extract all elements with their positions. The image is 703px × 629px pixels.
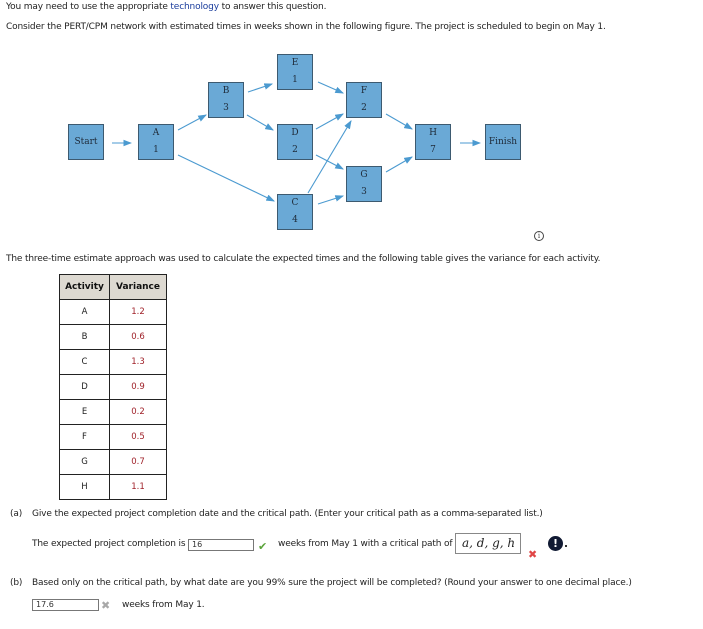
node-label: Finish	[488, 136, 518, 147]
info-icon[interactable]: i	[534, 231, 544, 241]
note-text-end: to answer this question.	[218, 2, 327, 12]
node-e: E 1	[277, 54, 313, 90]
node-time: 2	[361, 103, 367, 113]
variance-cell: 0.9	[109, 374, 167, 400]
part-a-prefix: The expected project completion is	[32, 539, 186, 549]
note-text: You may need to use the appropriate	[6, 2, 171, 12]
activity-cell: E	[59, 399, 110, 425]
node-label: A	[152, 128, 160, 138]
variance-cell: 0.6	[109, 324, 167, 350]
node-a: A 1	[138, 124, 174, 160]
activity-cell: F	[59, 424, 110, 450]
activity-cell: H	[59, 474, 110, 500]
node-label: F	[360, 86, 368, 96]
node-label: Start	[74, 136, 98, 147]
activity-cell: G	[59, 449, 110, 475]
node-label: D	[291, 128, 299, 138]
variance-cell: 0.7	[109, 449, 167, 475]
node-time: 4	[292, 215, 298, 225]
activity-cell: C	[59, 349, 110, 375]
table-header-row: Activity Variance	[59, 274, 167, 300]
variance-cell: 1.2	[109, 299, 167, 325]
node-c: C 4	[277, 194, 313, 230]
node-time: 1	[153, 145, 159, 155]
confidence-date-input[interactable]: 17.6	[32, 599, 99, 611]
node-label: G	[360, 170, 368, 180]
node-label: B	[222, 86, 230, 96]
alert-icon[interactable]: !	[548, 536, 563, 551]
node-label: E	[291, 58, 299, 68]
variance-cell: 0.5	[109, 424, 167, 450]
network-arrows	[112, 81, 482, 205]
part-a-middle: weeks from May 1 with a critical path of	[278, 539, 453, 549]
node-label: C	[291, 198, 299, 208]
header-activity: Activity	[59, 274, 110, 300]
variance-intro: The three-time estimate approach was use…	[6, 254, 601, 264]
technology-link[interactable]: technology	[170, 2, 219, 12]
part-a-question: Give the expected project completion dat…	[32, 509, 543, 519]
node-time: 3	[223, 103, 229, 113]
node-d: D 2	[277, 124, 313, 160]
problem-statement: Consider the PERT/CPM network with estim…	[6, 22, 606, 32]
node-start: Start	[68, 124, 104, 160]
node-b: B 3	[208, 82, 244, 118]
part-a-label: (a)	[10, 509, 23, 519]
pert-network-diagram: Start A 1 B 3 E 1 D 2 C 4 F 2 G 3 H 7 Fi…	[0, 0, 703, 240]
variance-cell: 1.1	[109, 474, 167, 500]
node-f: F 2	[346, 82, 382, 118]
node-time: 3	[361, 187, 367, 197]
node-h: H 7	[415, 124, 451, 160]
completion-input[interactable]: 16	[188, 539, 254, 551]
incorrect-x-icon-gray: ✖	[101, 599, 111, 612]
node-label: H	[429, 128, 437, 138]
activity-cell: B	[59, 324, 110, 350]
activity-cell: D	[59, 374, 110, 400]
part-b-question: Based only on the critical path, by what…	[32, 578, 632, 588]
part-b-label: (b)	[10, 578, 23, 588]
alert-dot	[565, 545, 567, 547]
activity-cell: A	[59, 299, 110, 325]
node-time: 7	[430, 145, 436, 155]
incorrect-x-icon: ✖	[528, 548, 538, 561]
node-time: 2	[292, 145, 298, 155]
node-finish: Finish	[485, 124, 521, 160]
part-b-suffix: weeks from May 1.	[122, 600, 205, 610]
critical-path-input[interactable]: a, d, g, h	[455, 533, 521, 554]
header-variance: Variance	[109, 274, 167, 300]
check-icon: ✔	[258, 540, 268, 553]
node-time: 1	[292, 75, 298, 85]
node-g: G 3	[346, 166, 382, 202]
technology-note: You may need to use the appropriate tech…	[6, 2, 326, 12]
variance-cell: 1.3	[109, 349, 167, 375]
variance-cell: 0.2	[109, 399, 167, 425]
